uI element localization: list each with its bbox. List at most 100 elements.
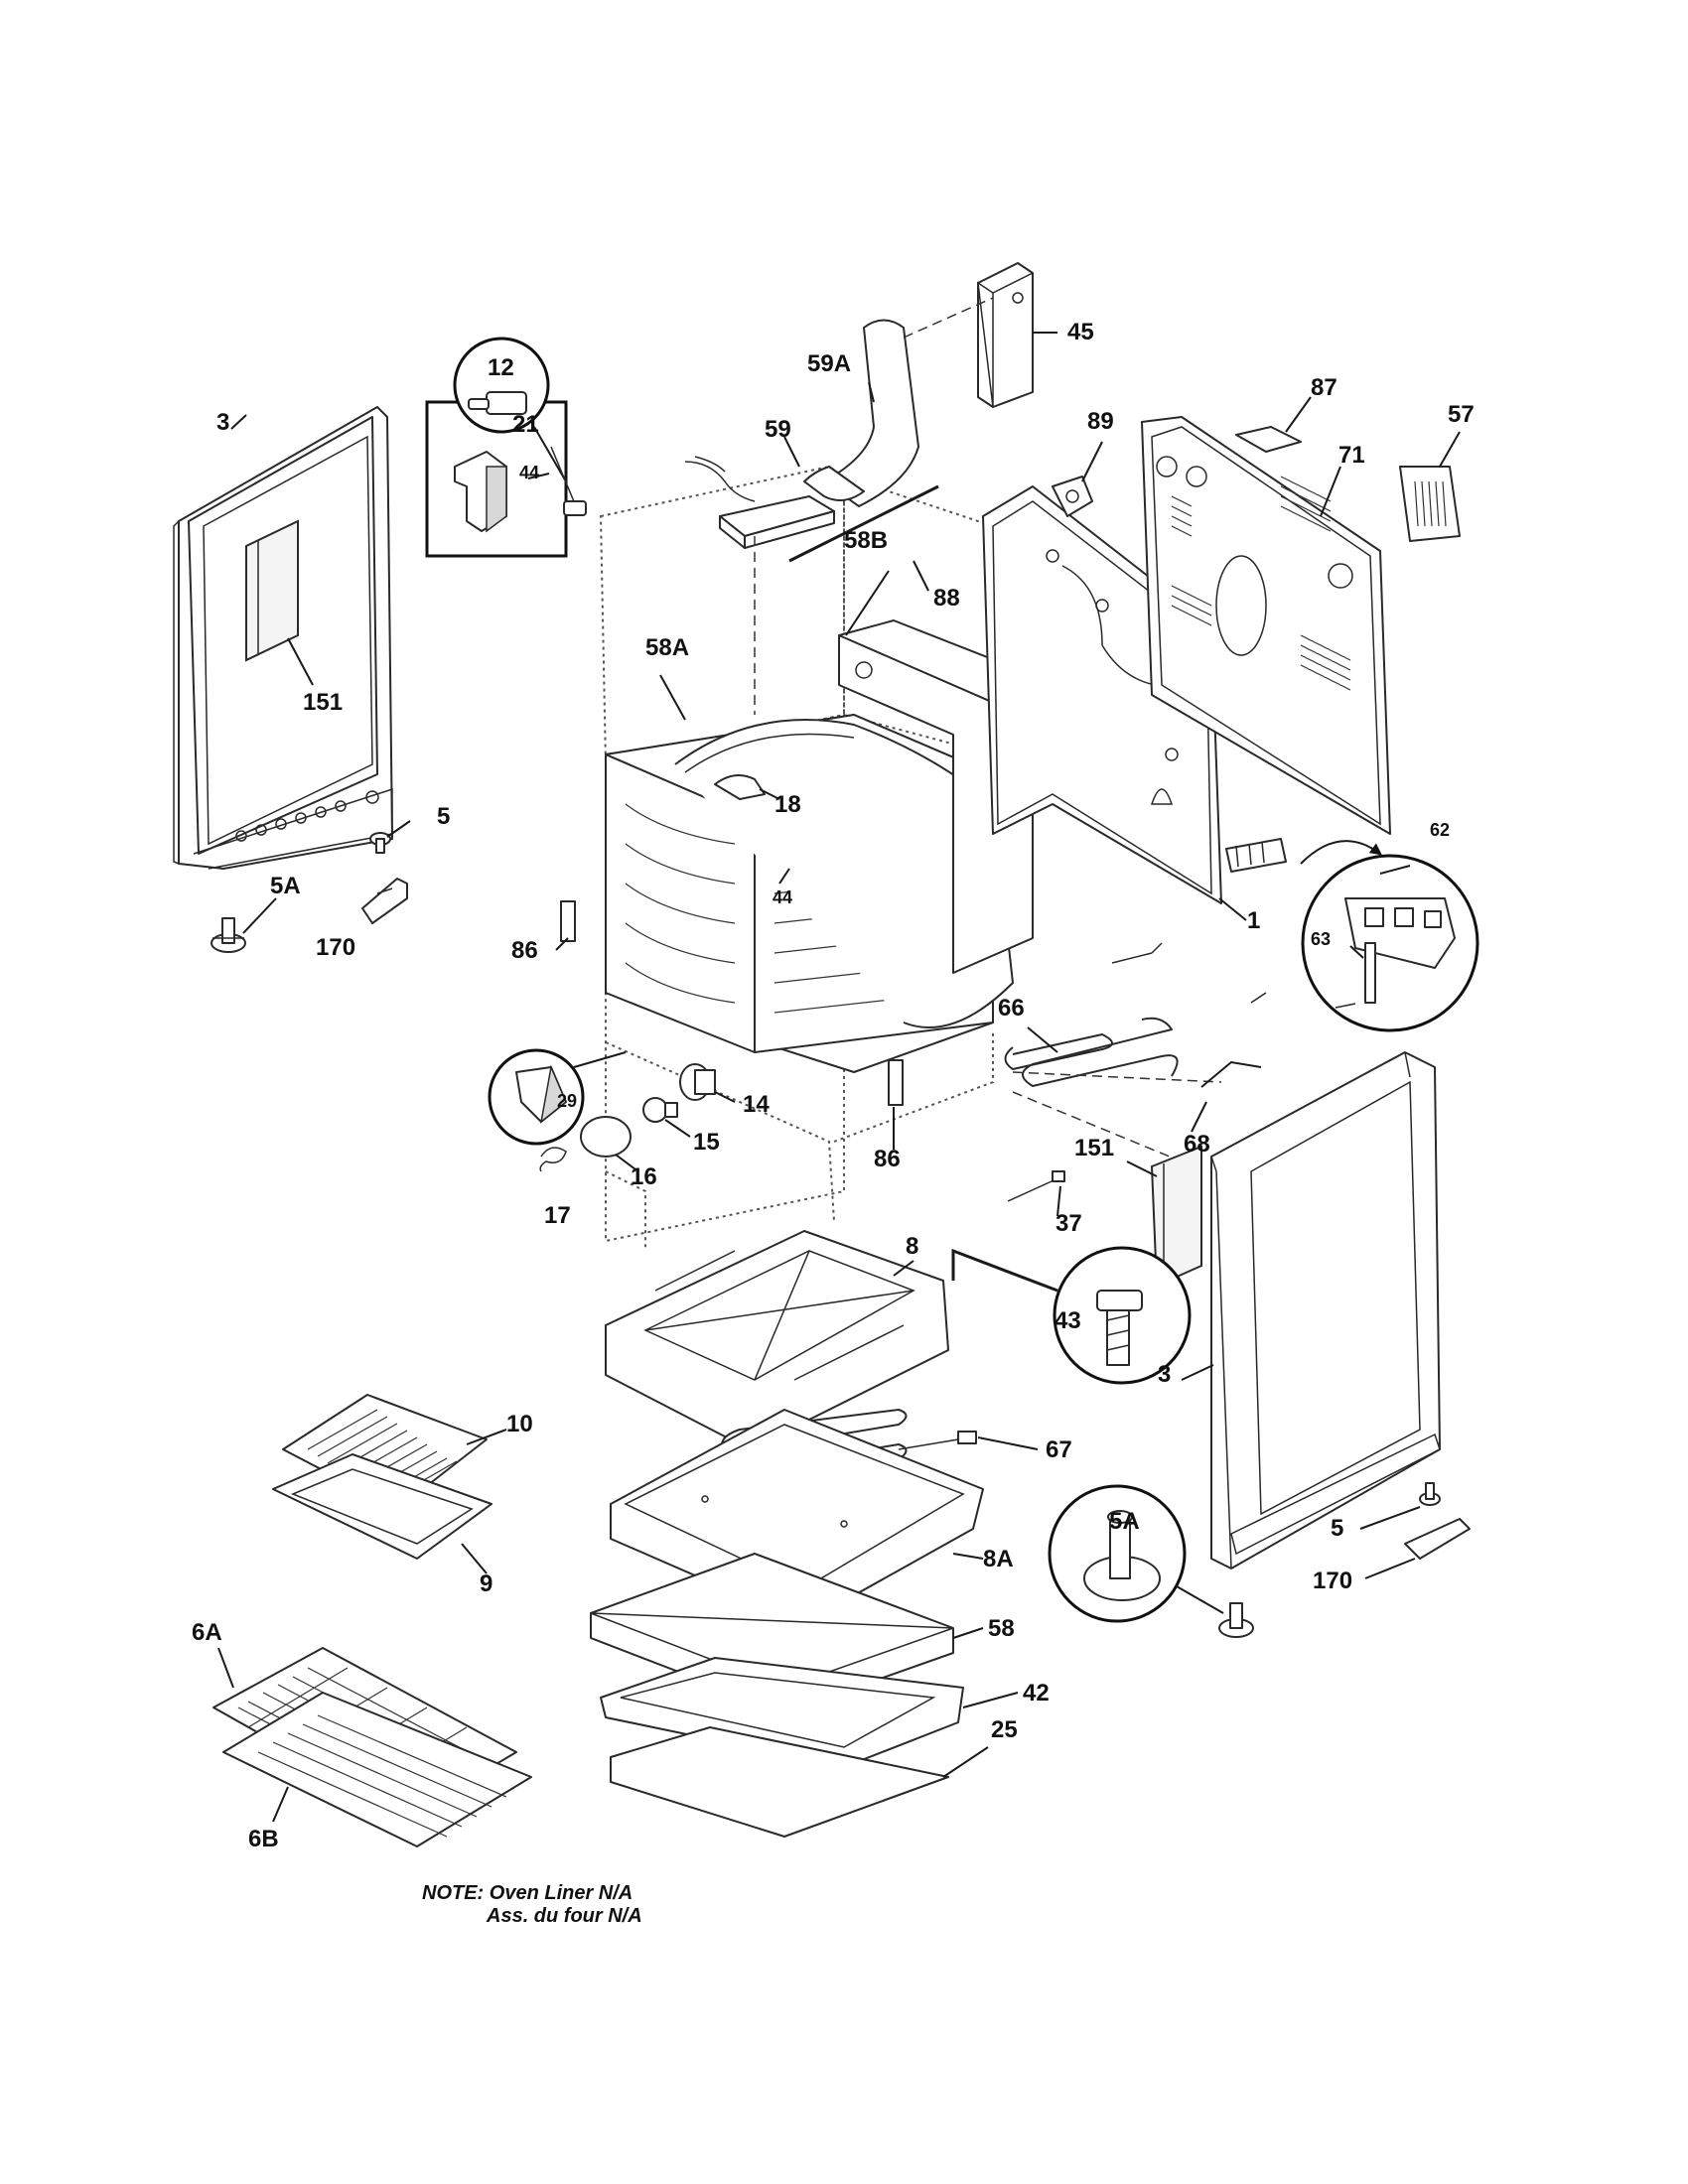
rail-86-left xyxy=(560,900,576,942)
leader-170-right xyxy=(1364,1558,1416,1579)
leader-58a xyxy=(659,674,686,721)
right-bracket-170 xyxy=(1404,1518,1471,1560)
leader-44-a xyxy=(527,473,550,479)
connector-59 xyxy=(684,456,835,549)
leader-10 xyxy=(466,1429,507,1445)
sensor-37 xyxy=(1007,1170,1065,1202)
label-5a-left: 5A xyxy=(270,873,301,899)
label-44-a: 44 xyxy=(519,463,539,482)
right-side-panel xyxy=(1210,1051,1441,1570)
oven-body-insulated-box xyxy=(605,714,1014,1073)
dash-66-151 xyxy=(1012,1091,1183,1162)
label-86-right: 86 xyxy=(874,1146,901,1172)
vent-box-45 xyxy=(977,262,1034,408)
callout-43 xyxy=(951,1246,1192,1385)
label-5-left: 5 xyxy=(437,803,450,830)
dash-66-68 xyxy=(1012,1071,1222,1083)
leader-14 xyxy=(714,1091,736,1103)
vent-duct-59a xyxy=(803,319,919,507)
label-8: 8 xyxy=(906,1233,918,1260)
leader-18 xyxy=(759,788,780,800)
leader-1 xyxy=(1218,897,1247,921)
label-6b: 6B xyxy=(248,1826,279,1852)
label-5a-right: 5A xyxy=(1109,1508,1140,1535)
label-18: 18 xyxy=(774,791,801,818)
part-labels: 3 21 151 5 5A 170 12 44 58A 59 59A 45 58… xyxy=(192,319,1475,1852)
label-5-right: 5 xyxy=(1331,1515,1343,1542)
label-44-b: 44 xyxy=(773,887,792,907)
left-bracket-170 xyxy=(361,878,408,924)
label-12: 12 xyxy=(488,354,514,381)
label-57: 57 xyxy=(1448,401,1475,428)
left-leveling-leg-5a xyxy=(211,917,246,953)
left-side-bracket-151 xyxy=(245,519,299,662)
callout-5a-right xyxy=(1048,1484,1224,1623)
leader-86-left xyxy=(555,937,569,951)
lamp-bulb-15 xyxy=(642,1097,678,1123)
lamp-cover-16 xyxy=(580,1116,632,1158)
lamp-socket-14 xyxy=(679,1063,716,1101)
label-15: 15 xyxy=(693,1129,720,1156)
label-21: 21 xyxy=(512,411,539,438)
label-58: 58 xyxy=(988,1615,1015,1642)
label-67: 67 xyxy=(1046,1436,1072,1463)
label-16: 16 xyxy=(631,1163,657,1190)
label-10: 10 xyxy=(506,1411,533,1437)
leader-88 xyxy=(913,560,929,592)
leader-71 xyxy=(1320,466,1341,517)
wire-88 xyxy=(788,484,939,563)
label-58a: 58A xyxy=(645,634,689,661)
dash-59a-45 xyxy=(903,297,994,339)
wire-68 xyxy=(1200,1060,1262,1088)
leader-3-right xyxy=(1181,1364,1214,1381)
note-line-2: Ass. du four N/A xyxy=(486,1905,642,1927)
leader-57 xyxy=(1439,431,1461,468)
leader-59 xyxy=(783,436,800,468)
note-line-1: NOTE: Oven Liner N/A xyxy=(422,1882,633,1904)
leader-62 xyxy=(1379,865,1411,875)
leader-9 xyxy=(461,1543,488,1574)
label-25: 25 xyxy=(991,1716,1018,1743)
label-17: 17 xyxy=(544,1202,571,1229)
bottom-plate-25 xyxy=(610,1726,949,1838)
oven-rack-6b xyxy=(222,1692,532,1847)
label-88: 88 xyxy=(933,585,960,612)
leader-8a xyxy=(952,1553,984,1560)
leader-59a xyxy=(868,381,875,403)
leader-5a-left xyxy=(242,897,277,934)
broil-element-66 xyxy=(1004,942,1267,1087)
label-66: 66 xyxy=(998,995,1025,1022)
terminal-block-62 xyxy=(1225,838,1382,873)
label-14: 14 xyxy=(743,1091,770,1118)
clip-17 xyxy=(539,1147,567,1172)
part-87 xyxy=(1235,426,1302,453)
label-6a: 6A xyxy=(192,1619,222,1646)
leader-25 xyxy=(942,1746,989,1778)
leader-151-right xyxy=(1126,1160,1158,1177)
leader-63 xyxy=(1349,945,1364,959)
label-170-right: 170 xyxy=(1313,1568,1352,1594)
leader-151-left xyxy=(287,637,314,686)
label-58b: 58B xyxy=(844,527,888,554)
right-leveling-leg xyxy=(1218,1602,1254,1638)
cover-57 xyxy=(1399,466,1461,542)
leader-44-b xyxy=(778,868,790,885)
leader-37 xyxy=(1056,1185,1061,1217)
label-63: 63 xyxy=(1311,929,1331,949)
leader-42 xyxy=(962,1692,1019,1708)
leader-58 xyxy=(952,1627,984,1639)
leader-87 xyxy=(1285,396,1312,433)
callout-29 xyxy=(488,1048,627,1146)
bracket-42 xyxy=(600,1657,964,1768)
label-29: 29 xyxy=(557,1091,577,1111)
leader-6b xyxy=(272,1786,289,1823)
label-170-left: 170 xyxy=(316,934,355,961)
leader-58b xyxy=(845,570,890,636)
label-59: 59 xyxy=(765,416,791,443)
leader-3-left xyxy=(230,414,247,430)
leader-16 xyxy=(615,1154,636,1170)
bracket-89 xyxy=(1052,476,1093,517)
label-89: 89 xyxy=(1087,408,1114,435)
leader-5-right xyxy=(1359,1506,1421,1530)
